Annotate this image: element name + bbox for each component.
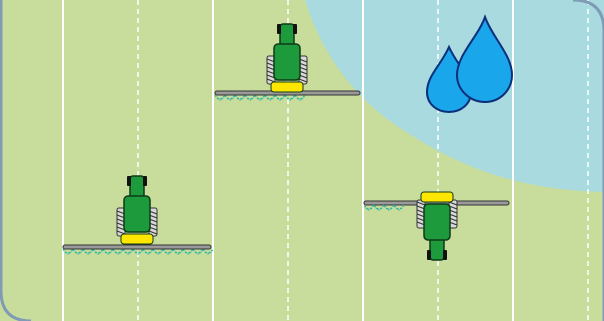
spray-arc bbox=[385, 207, 393, 211]
spray-arc bbox=[124, 251, 132, 255]
spray-arc bbox=[236, 97, 244, 101]
spray-arc bbox=[234, 94, 246, 100]
spray-arc bbox=[152, 248, 164, 254]
spray-arc bbox=[74, 251, 82, 255]
spray-arc bbox=[184, 251, 192, 255]
spray-arc bbox=[134, 251, 142, 255]
spray-arc bbox=[224, 94, 236, 100]
spray-arc bbox=[276, 97, 284, 101]
spray-arc bbox=[274, 94, 286, 100]
spray-arc bbox=[244, 94, 256, 100]
spray-arc bbox=[254, 94, 266, 100]
spray-arc bbox=[154, 251, 162, 255]
spray-arc bbox=[94, 251, 102, 255]
spray-arc bbox=[373, 204, 385, 210]
spray-arc bbox=[132, 248, 144, 254]
spray-arc bbox=[226, 97, 234, 101]
spray-arc bbox=[383, 204, 395, 210]
spray-arc bbox=[62, 248, 74, 254]
spray-arc bbox=[296, 97, 304, 101]
spray-arc bbox=[256, 97, 264, 101]
spray-arc bbox=[172, 248, 184, 254]
spray-arc bbox=[246, 97, 254, 101]
spray-pattern bbox=[214, 94, 306, 101]
spray-arc bbox=[266, 97, 274, 101]
spray-arc bbox=[72, 248, 84, 254]
spray-arc bbox=[395, 207, 403, 211]
spray-arc bbox=[363, 204, 375, 210]
spray-arc bbox=[182, 248, 194, 254]
spray-arc bbox=[214, 94, 226, 100]
spray-pattern bbox=[363, 204, 405, 211]
spray-arc bbox=[102, 248, 114, 254]
spray-arc bbox=[164, 251, 172, 255]
spray-pattern bbox=[62, 248, 214, 255]
crop-row-lines bbox=[62, 0, 589, 321]
spray-arc bbox=[393, 204, 405, 210]
spray-arc bbox=[264, 94, 276, 100]
spray-arc bbox=[114, 251, 122, 255]
spray-arc bbox=[142, 248, 154, 254]
spray-arc bbox=[162, 248, 174, 254]
spray-arc bbox=[144, 251, 152, 255]
spray-arc bbox=[92, 248, 104, 254]
spray-arc bbox=[365, 207, 373, 211]
spray-arc bbox=[82, 248, 94, 254]
spray-arc bbox=[375, 207, 383, 211]
tractor-icon bbox=[363, 191, 510, 261]
spray-arc bbox=[192, 248, 204, 254]
spray-arc bbox=[216, 97, 224, 101]
tractor-icon bbox=[62, 175, 214, 255]
tractor-icon bbox=[214, 23, 361, 101]
water-drops-icon bbox=[425, 13, 514, 114]
spray-arc bbox=[286, 97, 294, 101]
spray-arc bbox=[174, 251, 182, 255]
spray-arc bbox=[284, 94, 296, 100]
spray-arc bbox=[204, 251, 212, 255]
spray-arc bbox=[84, 251, 92, 255]
spray-arc bbox=[64, 251, 72, 255]
spray-arc bbox=[202, 248, 214, 254]
spray-arc bbox=[104, 251, 112, 255]
spray-arc bbox=[112, 248, 124, 254]
spray-arc bbox=[122, 248, 134, 254]
spray-arc bbox=[294, 94, 306, 100]
spray-arc bbox=[194, 251, 202, 255]
spray-boom bbox=[62, 244, 212, 250]
